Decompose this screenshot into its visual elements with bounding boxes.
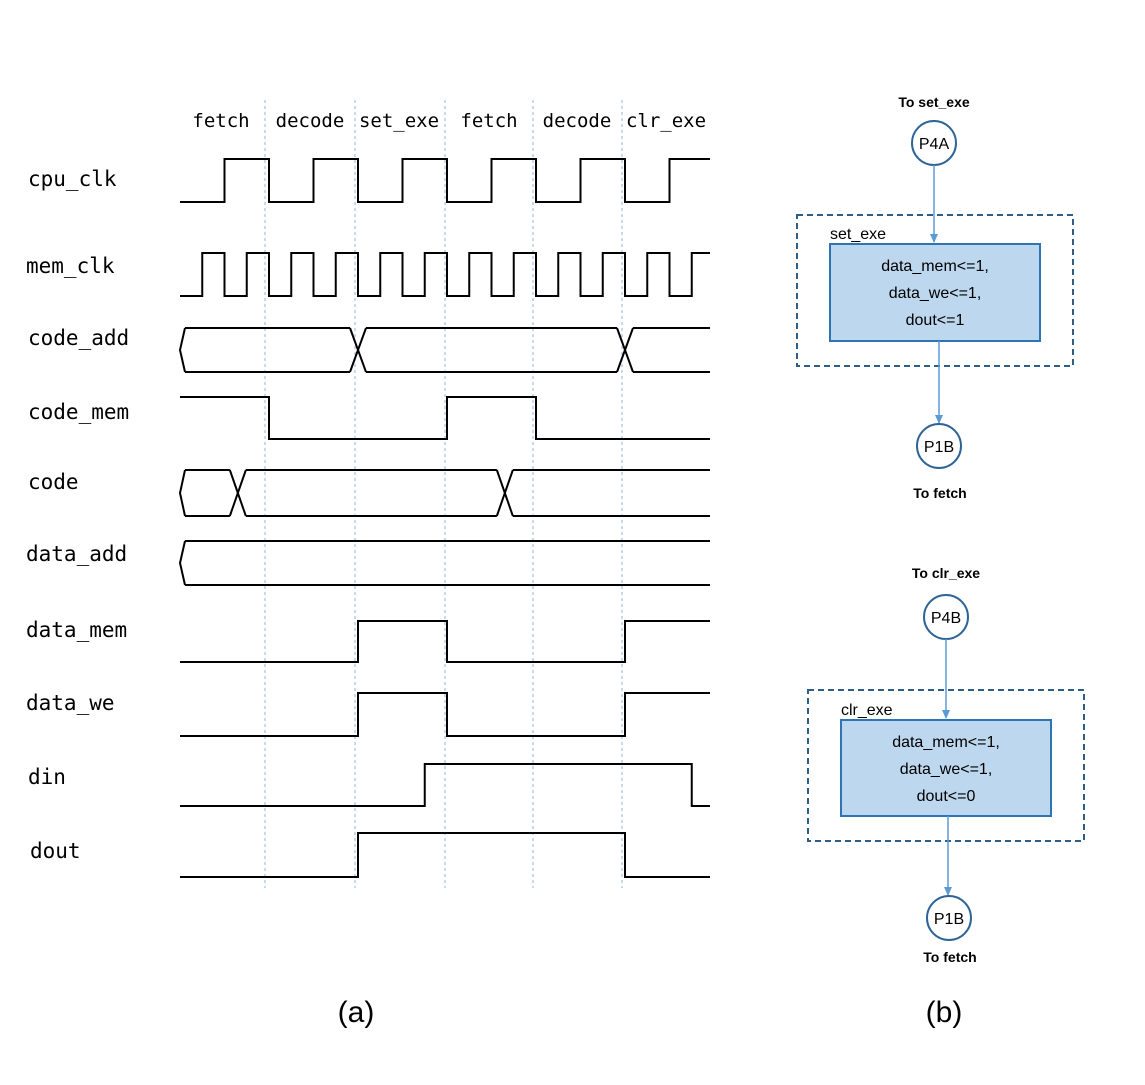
phase-label: fetch [192, 110, 249, 132]
code-waveform [512, 469, 710, 517]
signal-name: code_add [28, 326, 129, 350]
state-boundary [796, 214, 1074, 367]
signal-name: data_we [26, 691, 115, 715]
din-waveform [180, 763, 710, 807]
phase-label: set_exe [359, 110, 439, 132]
connector-node: P1B [926, 895, 972, 941]
phase-labels: fetch decode set_exe fetch decode clr_ex… [192, 110, 706, 132]
action-line: dout<=0 [917, 788, 976, 805]
action-line: dout<=1 [906, 312, 965, 329]
state-boundary [807, 689, 1085, 842]
connector-label: P1B [924, 439, 954, 456]
code-waveform [178, 469, 186, 517]
phase-label: clr_exe [626, 110, 706, 132]
caption-b: (b) [926, 996, 963, 1029]
code-add-waveform [616, 327, 634, 373]
entry-label: To set_exe [898, 94, 970, 110]
action-box [840, 719, 1052, 817]
signal-name: code_mem [28, 400, 129, 424]
code-add-waveform [178, 327, 186, 373]
code-add-waveform [366, 327, 617, 373]
exit-label: To fetch [913, 485, 966, 501]
code-waveform [245, 469, 497, 517]
signal-name: data_mem [26, 618, 127, 642]
phase-guides [264, 100, 623, 888]
code-add-waveform [185, 327, 350, 373]
code-waveform [185, 469, 230, 517]
code-add-waveform [633, 327, 710, 373]
connector-node: P4B [923, 594, 969, 640]
mem-clk-waveform [180, 252, 710, 297]
timing-diagram: fetch decode set_exe fetch decode clr_ex… [26, 100, 710, 888]
data-we-waveform [180, 692, 710, 737]
state-name: set_exe [830, 226, 886, 243]
action-line: data_mem<=1, [892, 734, 1000, 751]
connector-label: P4B [931, 610, 961, 627]
waveforms [178, 158, 710, 878]
data-add-waveform [185, 540, 710, 586]
connector-label: P4A [919, 136, 950, 153]
state-name: clr_exe [841, 702, 893, 719]
data-mem-waveform [180, 620, 710, 663]
signal-name: din [28, 765, 66, 789]
connector-label: P1B [934, 911, 964, 928]
data-add-waveform [178, 540, 186, 586]
flow-set-exe: To set_exe P4A set_exe data_mem<=1, data… [796, 94, 1074, 501]
signal-name: cpu_clk [28, 167, 117, 191]
signal-name: dout [30, 839, 81, 863]
phase-label: decode [543, 110, 612, 132]
flow-clr-exe: To clr_exe P4B clr_exe data_mem<=1, data… [807, 565, 1085, 965]
phase-label: decode [276, 110, 345, 132]
action-line: data_we<=1, [900, 761, 993, 778]
code-waveform [228, 469, 247, 517]
code-add-waveform [349, 327, 367, 373]
connector-node: P1B [916, 423, 962, 469]
exit-label: To fetch [923, 949, 976, 965]
action-line: data_mem<=1, [881, 258, 989, 275]
code-mem-waveform [180, 396, 710, 440]
signal-name: code [28, 470, 79, 494]
code-waveform [495, 469, 514, 517]
entry-label: To clr_exe [912, 565, 980, 581]
action-box [829, 243, 1041, 342]
action-line: data_we<=1, [889, 285, 982, 302]
caption-a: (a) [338, 996, 375, 1029]
signal-name: mem_clk [26, 254, 115, 278]
phase-label: fetch [460, 110, 517, 132]
signal-name: data_add [26, 542, 127, 566]
dout-waveform [180, 832, 710, 878]
connector-node: P4A [911, 120, 957, 166]
cpu-clk-waveform [180, 158, 710, 203]
signal-names: cpu_clk mem_clk code_add code_mem code d… [26, 167, 129, 863]
